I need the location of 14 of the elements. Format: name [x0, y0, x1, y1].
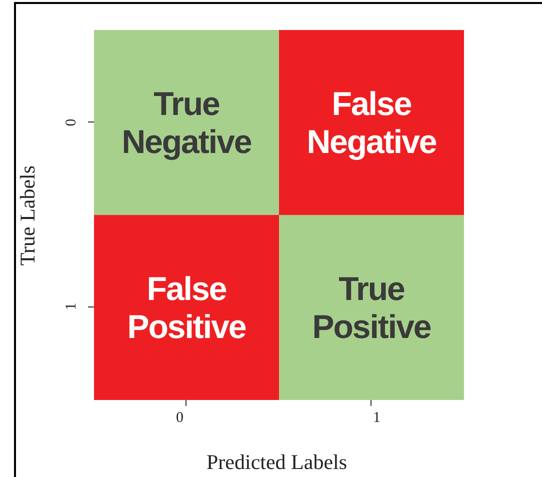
cell-label: True Negative	[120, 84, 252, 160]
axis-title: Predicted Labels	[206, 450, 348, 474]
cell-label: False Negative	[306, 84, 438, 160]
tick-label: 1	[63, 302, 80, 310]
matrix-cell	[279, 30, 464, 215]
axis-title: True Labels	[16, 164, 41, 266]
matrix-cell	[94, 30, 279, 215]
tick-label: 1	[373, 410, 380, 426]
cell-label: False Positive	[126, 270, 247, 346]
matrix-cell	[279, 215, 464, 400]
cell-label: True Positive	[311, 270, 432, 346]
matrix-cell	[94, 215, 279, 400]
tick-label: 0	[63, 118, 80, 126]
tick-label: 0	[176, 410, 184, 426]
